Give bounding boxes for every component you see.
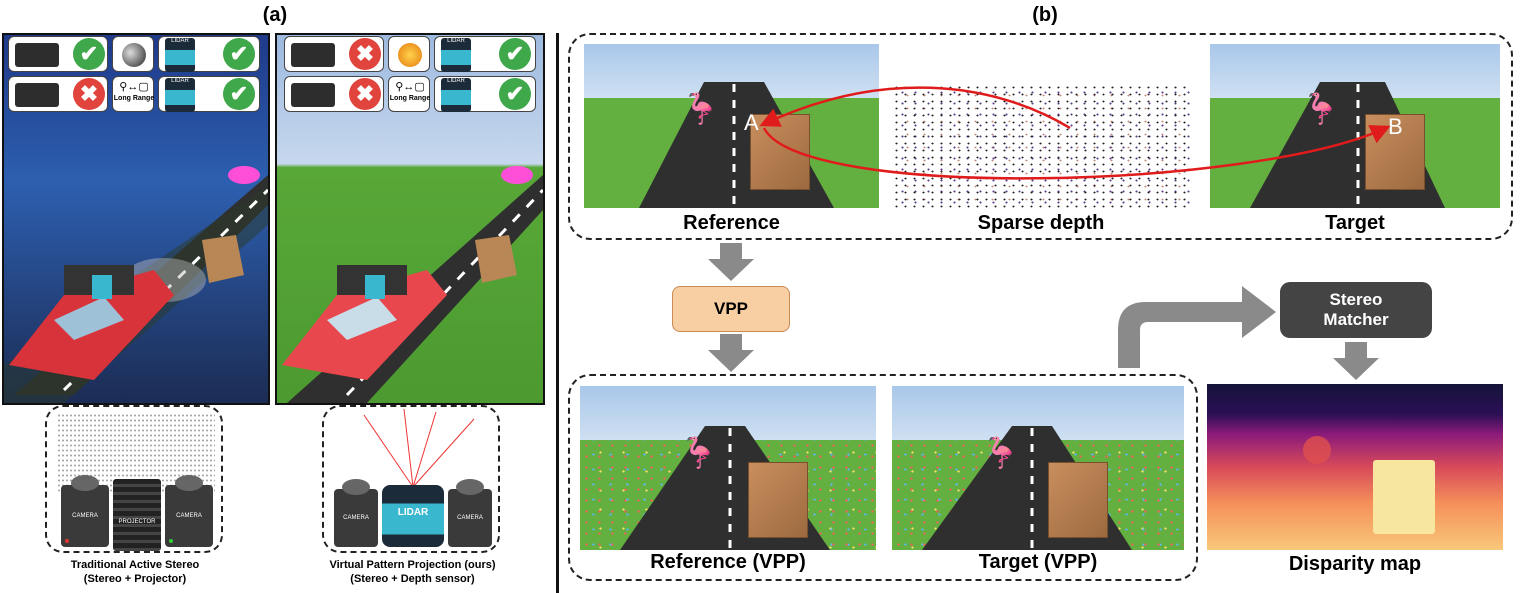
stereo-matcher-step: Stereo Matcher bbox=[1280, 282, 1432, 338]
down-arrow-icon bbox=[708, 243, 754, 281]
reference-image: 🦩 A bbox=[584, 44, 879, 208]
flamingo-icon: 🦩 bbox=[982, 437, 1020, 470]
camera-icon bbox=[291, 43, 335, 67]
point-b-label: B bbox=[1388, 114, 1403, 139]
long-range-cell-2: ⚲↔▢ Long Range bbox=[388, 76, 430, 112]
long-range-cell: ⚲↔▢ Long Range bbox=[112, 76, 154, 112]
check-icon: ✔ bbox=[73, 38, 105, 70]
lidar-icon: LIDAR bbox=[165, 38, 195, 72]
target-vpp-image: 🦩 bbox=[892, 386, 1184, 550]
moon-icon bbox=[122, 43, 146, 67]
lidar-icon: LIDAR bbox=[165, 78, 195, 112]
long-range-icon: ⚲↔▢ bbox=[395, 81, 425, 93]
vpp-output-group-box bbox=[568, 374, 1198, 581]
status-led bbox=[65, 539, 69, 543]
projector-rig-box: CAMERA PROJECTOR CAMERA bbox=[45, 405, 223, 553]
right-camera: CAMERA bbox=[448, 479, 492, 547]
down-arrow-icon bbox=[1333, 342, 1379, 380]
status-led bbox=[169, 539, 173, 543]
flamingo-icon: 🦩 bbox=[682, 93, 720, 126]
lidar-rays bbox=[363, 408, 475, 488]
lidar-cell-3: LIDAR ✔ bbox=[434, 36, 536, 72]
sparse-depth-image bbox=[892, 84, 1190, 208]
lidar-cell-4: LIDAR ✔ bbox=[434, 76, 536, 112]
sparse-depth-caption: Sparse depth bbox=[977, 212, 1105, 234]
check-icon: ✔ bbox=[223, 38, 255, 70]
flamingo-icon: 🦩 bbox=[1302, 93, 1340, 126]
target-vpp-caption: Target (VPP) bbox=[978, 551, 1098, 573]
lidar-cell-1: LIDAR ✔ bbox=[158, 36, 260, 72]
cross-icon: ✖ bbox=[73, 78, 105, 110]
vpp-scene-illustration bbox=[282, 166, 543, 403]
day-cell bbox=[388, 36, 430, 72]
projector: PROJECTOR bbox=[113, 479, 161, 551]
camera-cell-3: ✖ bbox=[284, 36, 384, 72]
lidar-icon: LIDAR bbox=[441, 78, 471, 112]
cross-icon: ✖ bbox=[349, 38, 381, 70]
camera-icon bbox=[15, 83, 59, 107]
crate bbox=[1048, 462, 1108, 538]
right-camera: CAMERA bbox=[165, 475, 213, 547]
crate bbox=[750, 114, 810, 190]
camera-label: CAMERA bbox=[343, 515, 369, 521]
cross-icon: ✖ bbox=[349, 78, 381, 110]
left-camera: CAMERA bbox=[61, 475, 109, 547]
lidar-icon: LIDAR bbox=[441, 38, 471, 72]
disparity-map-caption: Disparity map bbox=[1288, 553, 1422, 575]
projector-label: PROJECTOR bbox=[118, 519, 156, 525]
vpp-caption: Virtual Pattern Projection (ours) (Stere… bbox=[329, 559, 496, 585]
flamingo-icon: 🦩 bbox=[680, 437, 718, 470]
check-icon: ✔ bbox=[499, 78, 531, 110]
camera-cell-1: ✔ bbox=[8, 36, 108, 72]
reference-vpp-caption: Reference (VPP) bbox=[650, 551, 806, 573]
long-range-icon: ⚲↔▢ bbox=[119, 81, 149, 93]
input-group-box bbox=[568, 33, 1513, 240]
night-cell bbox=[112, 36, 154, 72]
panel-a-label: (a) bbox=[262, 4, 288, 26]
traditional-scene-illustration bbox=[4, 166, 268, 403]
camera-label: CAMERA bbox=[457, 515, 483, 521]
long-range-label: Long Range bbox=[389, 95, 431, 102]
lidar-rig-box: CAMERA LIDAR CAMERA bbox=[322, 405, 500, 553]
panel-b-label: (b) bbox=[1032, 4, 1058, 26]
point-a-label: A bbox=[744, 110, 759, 135]
disparity-crate bbox=[1373, 460, 1435, 534]
virtual-pattern-projection-scene bbox=[275, 33, 545, 405]
traditional-caption: Traditional Active Stereo (Stereo + Proj… bbox=[70, 559, 200, 585]
disparity-flamingo bbox=[1303, 436, 1331, 464]
target-image: 🦩 B bbox=[1210, 44, 1500, 208]
check-icon: ✔ bbox=[223, 78, 255, 110]
reference-caption: Reference bbox=[683, 212, 780, 234]
reference-vpp-image: 🦩 bbox=[580, 386, 876, 550]
down-arrow-icon bbox=[708, 334, 754, 372]
sun-icon bbox=[398, 43, 422, 67]
camera-cell-4: ✖ bbox=[284, 76, 384, 112]
target-caption: Target bbox=[1325, 212, 1385, 234]
panel-divider bbox=[556, 33, 559, 593]
lidar-cell-2: LIDAR ✔ bbox=[158, 76, 260, 112]
lidar-label: LIDAR bbox=[397, 507, 429, 518]
vpp-step: VPP bbox=[672, 286, 790, 332]
camera-icon bbox=[15, 43, 59, 67]
camera-icon bbox=[291, 83, 335, 107]
camera-cell-2: ✖ bbox=[8, 76, 108, 112]
camera-label: CAMERA bbox=[176, 513, 202, 519]
camera-label: CAMERA bbox=[72, 513, 98, 519]
crate bbox=[748, 462, 808, 538]
long-range-label: Long Range bbox=[113, 95, 155, 102]
curved-arrow-icon bbox=[1118, 286, 1276, 368]
left-camera: CAMERA bbox=[334, 479, 378, 547]
check-icon: ✔ bbox=[499, 38, 531, 70]
disparity-map-image bbox=[1207, 384, 1503, 550]
lidar-sensor: LIDAR bbox=[382, 485, 444, 547]
